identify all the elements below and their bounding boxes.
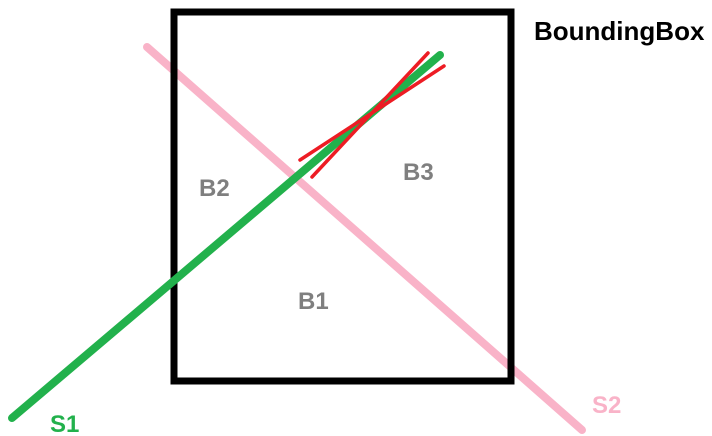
intersection-stroke-2 xyxy=(310,51,430,179)
segment-s2-line xyxy=(143,43,586,434)
segment-label-s1: S1 xyxy=(50,411,79,436)
segment-label-s2: S2 xyxy=(592,392,621,419)
region-label-b2: B2 xyxy=(199,175,230,202)
bounding-box-rect xyxy=(170,8,515,385)
region-label-b1: B1 xyxy=(298,288,329,315)
region-label-b3: B3 xyxy=(403,159,434,186)
title-label: BoundingBox xyxy=(534,16,705,46)
